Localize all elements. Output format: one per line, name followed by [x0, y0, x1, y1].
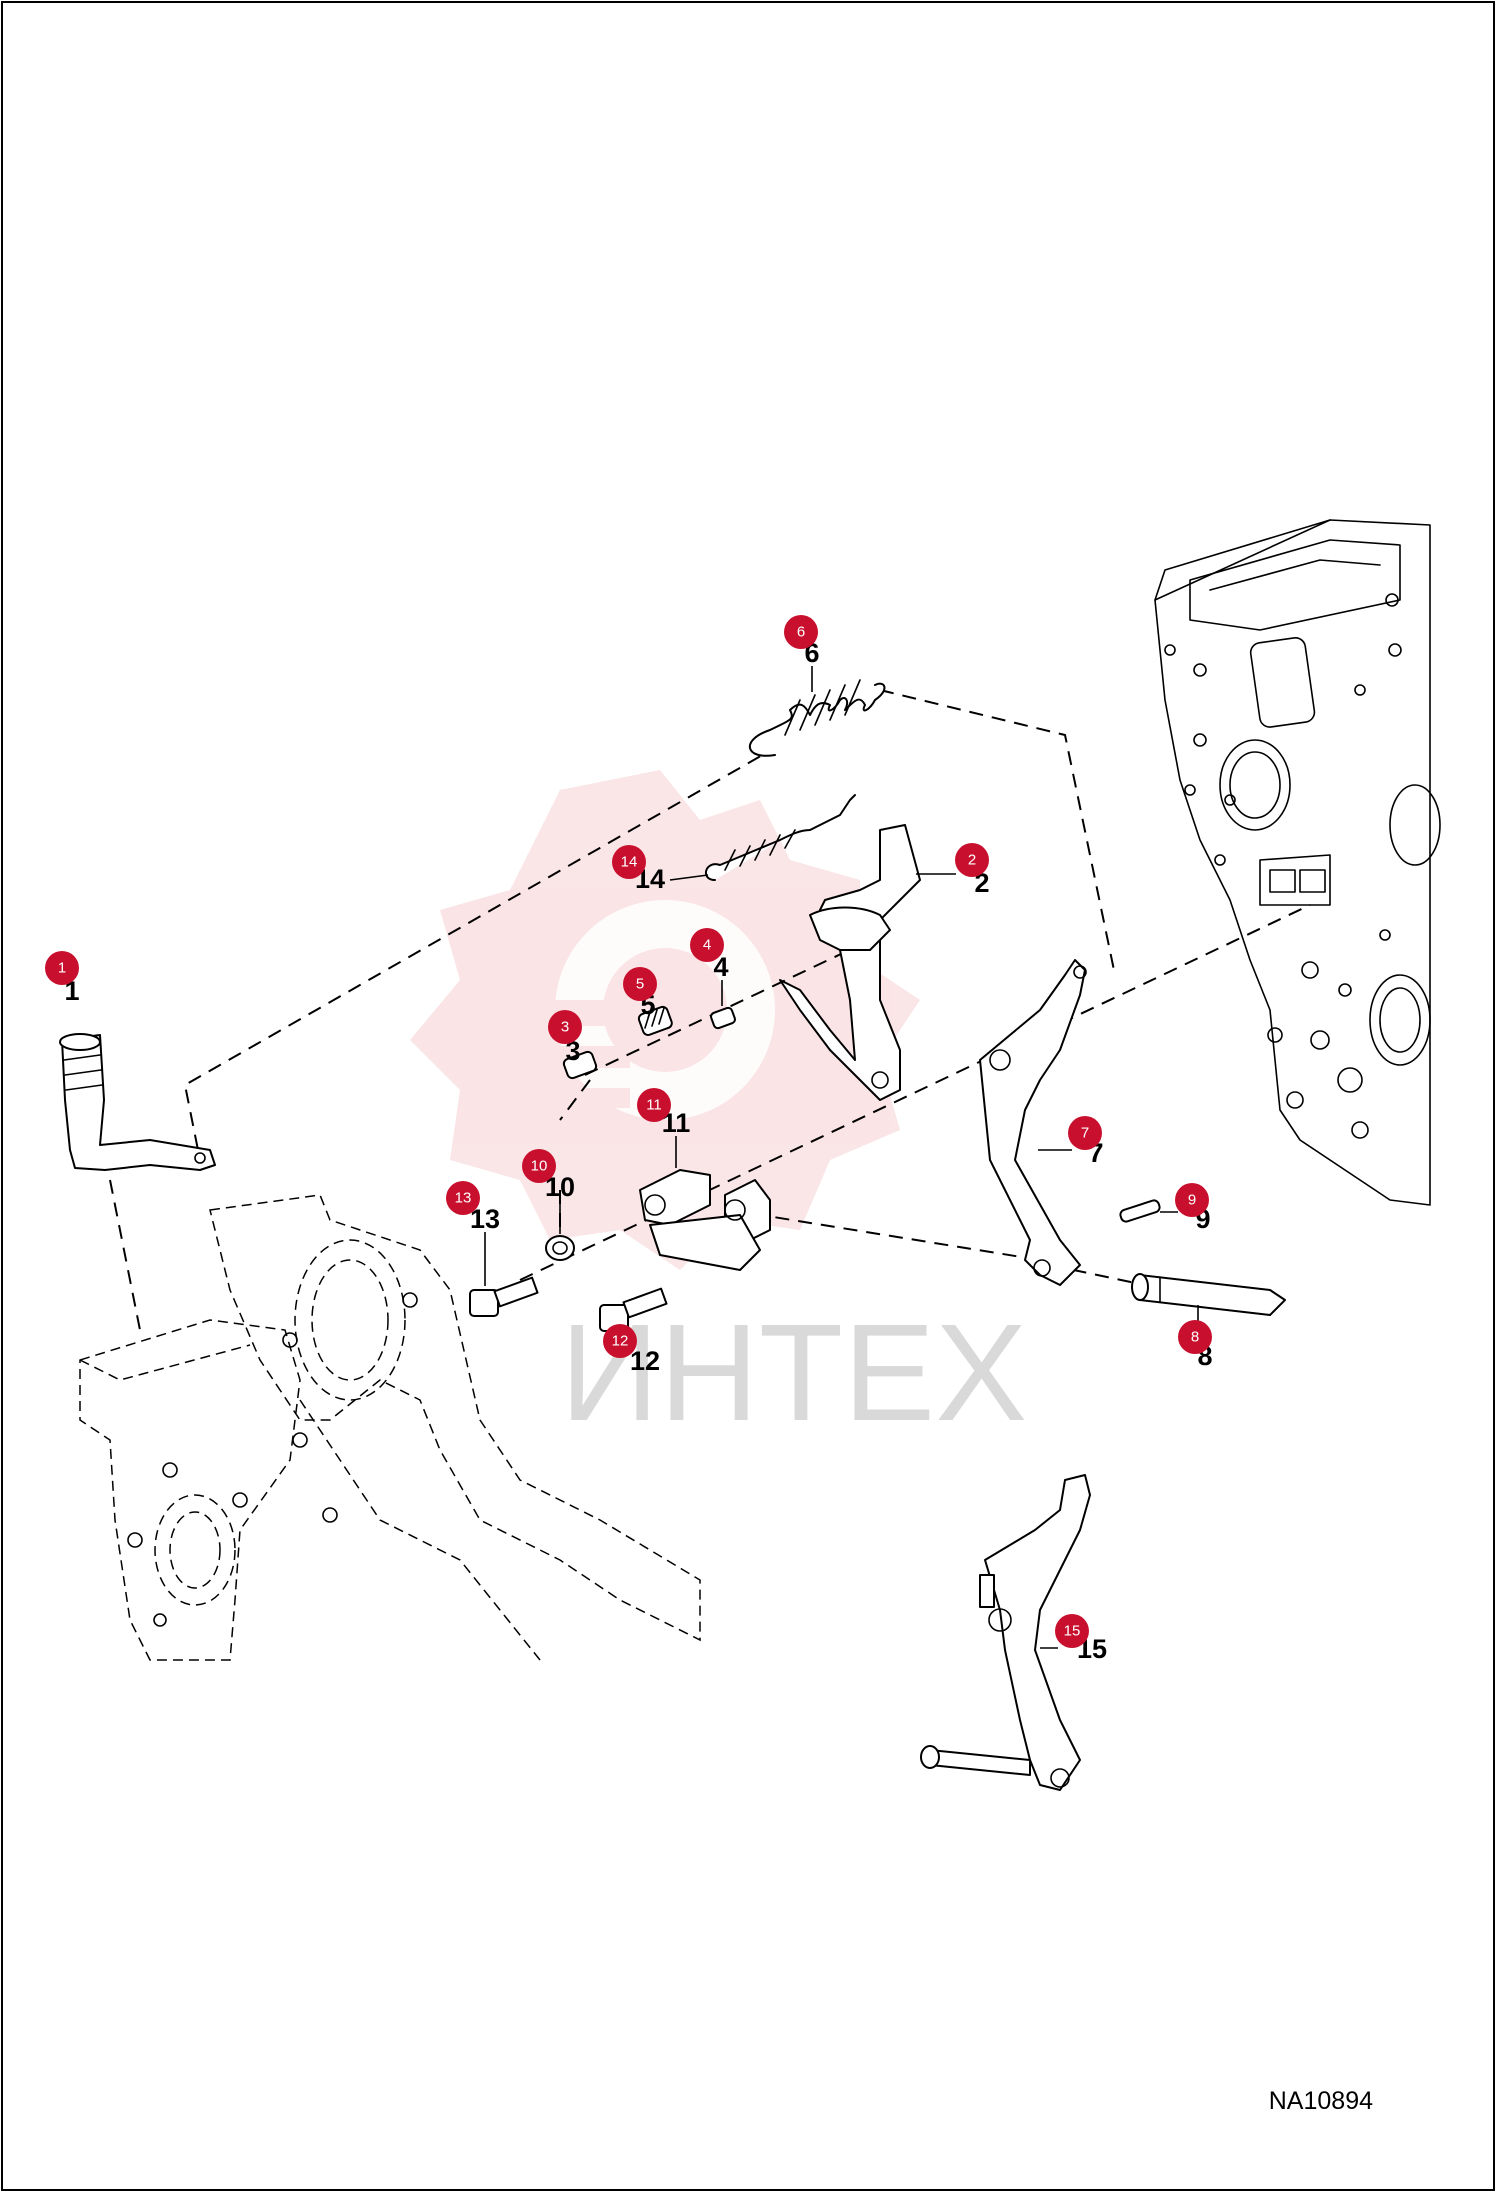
part-10-washer — [545, 1235, 575, 1261]
callout-badge-number-1: 1 — [58, 960, 66, 977]
callout-leader-14 — [669, 874, 709, 881]
part-4-pin — [710, 1006, 736, 1030]
part-5-spring-small — [637, 1005, 673, 1036]
callout-badge-11[interactable] — [637, 1088, 671, 1122]
callout-badge-15[interactable] — [1055, 1614, 1089, 1648]
part-11-block — [639, 1169, 771, 1271]
callout-badge-number-6: 6 — [797, 624, 805, 641]
callout-badge-8[interactable] — [1178, 1320, 1212, 1354]
callout-badge-2[interactable] — [955, 843, 989, 877]
part-8-pin-shaft — [1131, 1273, 1286, 1316]
callout-badge-3[interactable] — [548, 1010, 582, 1044]
callout-badge-4[interactable] — [690, 928, 724, 962]
part-9-pin — [1119, 1199, 1161, 1223]
callout-badge-number-13: 13 — [455, 1190, 472, 1207]
part-3-bushing — [562, 1050, 598, 1080]
callout-badge-number-8: 8 — [1191, 1329, 1199, 1346]
callout-label-12: 12 — [630, 1346, 660, 1376]
callout-badge-number-9: 9 — [1188, 1192, 1196, 1209]
callout-badge-number-2: 2 — [968, 852, 976, 869]
callout-badge-number-4: 4 — [703, 937, 711, 954]
callout-leader-5 — [647, 1005, 653, 1019]
callout-badge-10[interactable] — [522, 1149, 556, 1183]
callout-label-4: 4 — [713, 952, 728, 982]
part-6-spring — [749, 679, 886, 757]
callout-badge-number-5: 5 — [636, 976, 644, 993]
callouts: 1122334455667788991010111112121313141415… — [45, 615, 1213, 1664]
callout-badge-number-3: 3 — [561, 1019, 569, 1036]
part-14-spring — [705, 794, 856, 881]
callout-badge-9[interactable] — [1175, 1183, 1209, 1217]
callout-badge-12[interactable] — [603, 1324, 637, 1358]
callout-badge-7[interactable] — [1068, 1116, 1102, 1150]
part-7-lever-arm — [979, 959, 1087, 1286]
callout-badge-number-14: 14 — [621, 854, 638, 871]
callout-badge-14[interactable] — [612, 845, 646, 879]
callout-badge-6[interactable] — [784, 615, 818, 649]
gear-housing-left — [79, 1194, 701, 1661]
callout-badge-1[interactable] — [45, 951, 79, 985]
callout-badge-number-7: 7 — [1081, 1125, 1089, 1142]
drawing-reference-code: NA10894 — [1268, 2087, 1373, 2115]
engine-block-right — [1154, 519, 1441, 1206]
part-1-shaft-arm — [59, 1033, 216, 1171]
part-15-lever-assembly — [920, 1474, 1091, 1791]
callout-badge-5[interactable] — [623, 967, 657, 1001]
part-13-bolt — [469, 1276, 539, 1317]
callout-badge-number-11: 11 — [646, 1097, 662, 1114]
callout-badge-13[interactable] — [446, 1181, 480, 1215]
callout-badge-number-10: 10 — [531, 1158, 548, 1175]
callout-label-3: 3 — [565, 1036, 580, 1066]
callout-badge-number-15: 15 — [1064, 1623, 1081, 1640]
part-2-lever — [779, 824, 921, 1101]
watermark-text: ИНТЕХ — [560, 1296, 1027, 1450]
callout-badge-number-12: 12 — [612, 1333, 629, 1350]
